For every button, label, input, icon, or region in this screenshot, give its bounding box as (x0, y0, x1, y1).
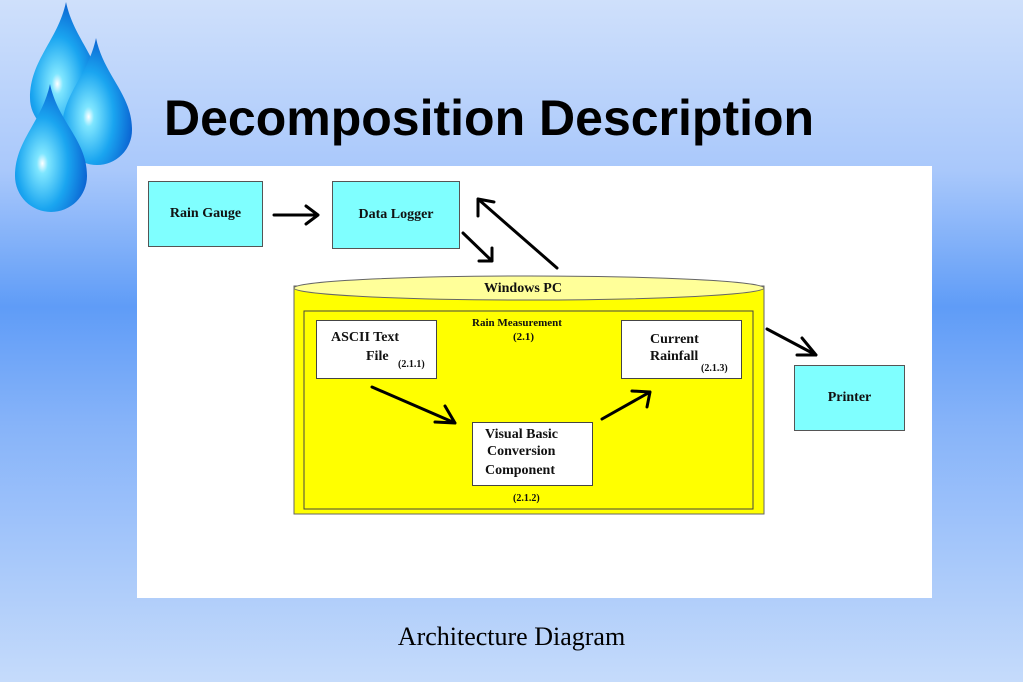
ascii-id: (2.1.1) (398, 359, 425, 370)
data-logger-label: Data Logger (358, 207, 434, 222)
arrow-ascii-to-vb (370, 385, 457, 425)
rain-gauge-label: Rain Gauge (169, 206, 242, 221)
arrow-gauge-to-logger (272, 204, 320, 226)
vb-id: (2.1.2) (513, 493, 540, 504)
arrow-pc-to-logger (476, 197, 559, 270)
rain-measurement-label: Rain Measurement (472, 317, 562, 329)
printer-label: Printer (827, 390, 872, 405)
vb-line3: Component (485, 463, 556, 478)
rain-measurement-frame (303, 310, 754, 510)
data-logger-box: Data Logger (332, 181, 460, 249)
current-rainfall-box: Current Rainfall (2.1.3) (621, 320, 742, 379)
windows-pc-top (293, 275, 765, 301)
arrow-logger-to-pc (461, 231, 494, 263)
vb-line1: Visual Basic (485, 427, 558, 442)
arrow-pc-to-printer (765, 327, 818, 357)
rain-gauge-box: Rain Gauge (148, 181, 263, 247)
water-drop-icon (15, 84, 87, 212)
printer-box: Printer (794, 365, 905, 431)
rain-measurement-id: (2.1) (513, 331, 535, 343)
ascii-line2: File (366, 349, 389, 364)
page-title: Decomposition Description (164, 90, 815, 146)
current-line1: Current (650, 332, 699, 347)
ascii-text-file-box: ASCII Text File (2.1.1) (316, 320, 437, 379)
water-drop-icon (62, 38, 132, 165)
diagram-caption: Architecture Diagram (397, 622, 626, 651)
windows-pc-label: Windows PC (484, 281, 562, 296)
water-drops-logo (15, 2, 132, 212)
ascii-line1: ASCII Text (331, 330, 400, 345)
current-id: (2.1.3) (701, 363, 728, 374)
visual-basic-component-box: Visual Basic Conversion Component (472, 422, 593, 486)
arrow-vb-to-rainfall (600, 389, 652, 421)
current-line2: Rainfall (650, 349, 699, 364)
vb-line2: Conversion (487, 444, 556, 459)
architecture-diagram: Rain Gauge Data Logger Printer Windows P… (137, 166, 932, 598)
